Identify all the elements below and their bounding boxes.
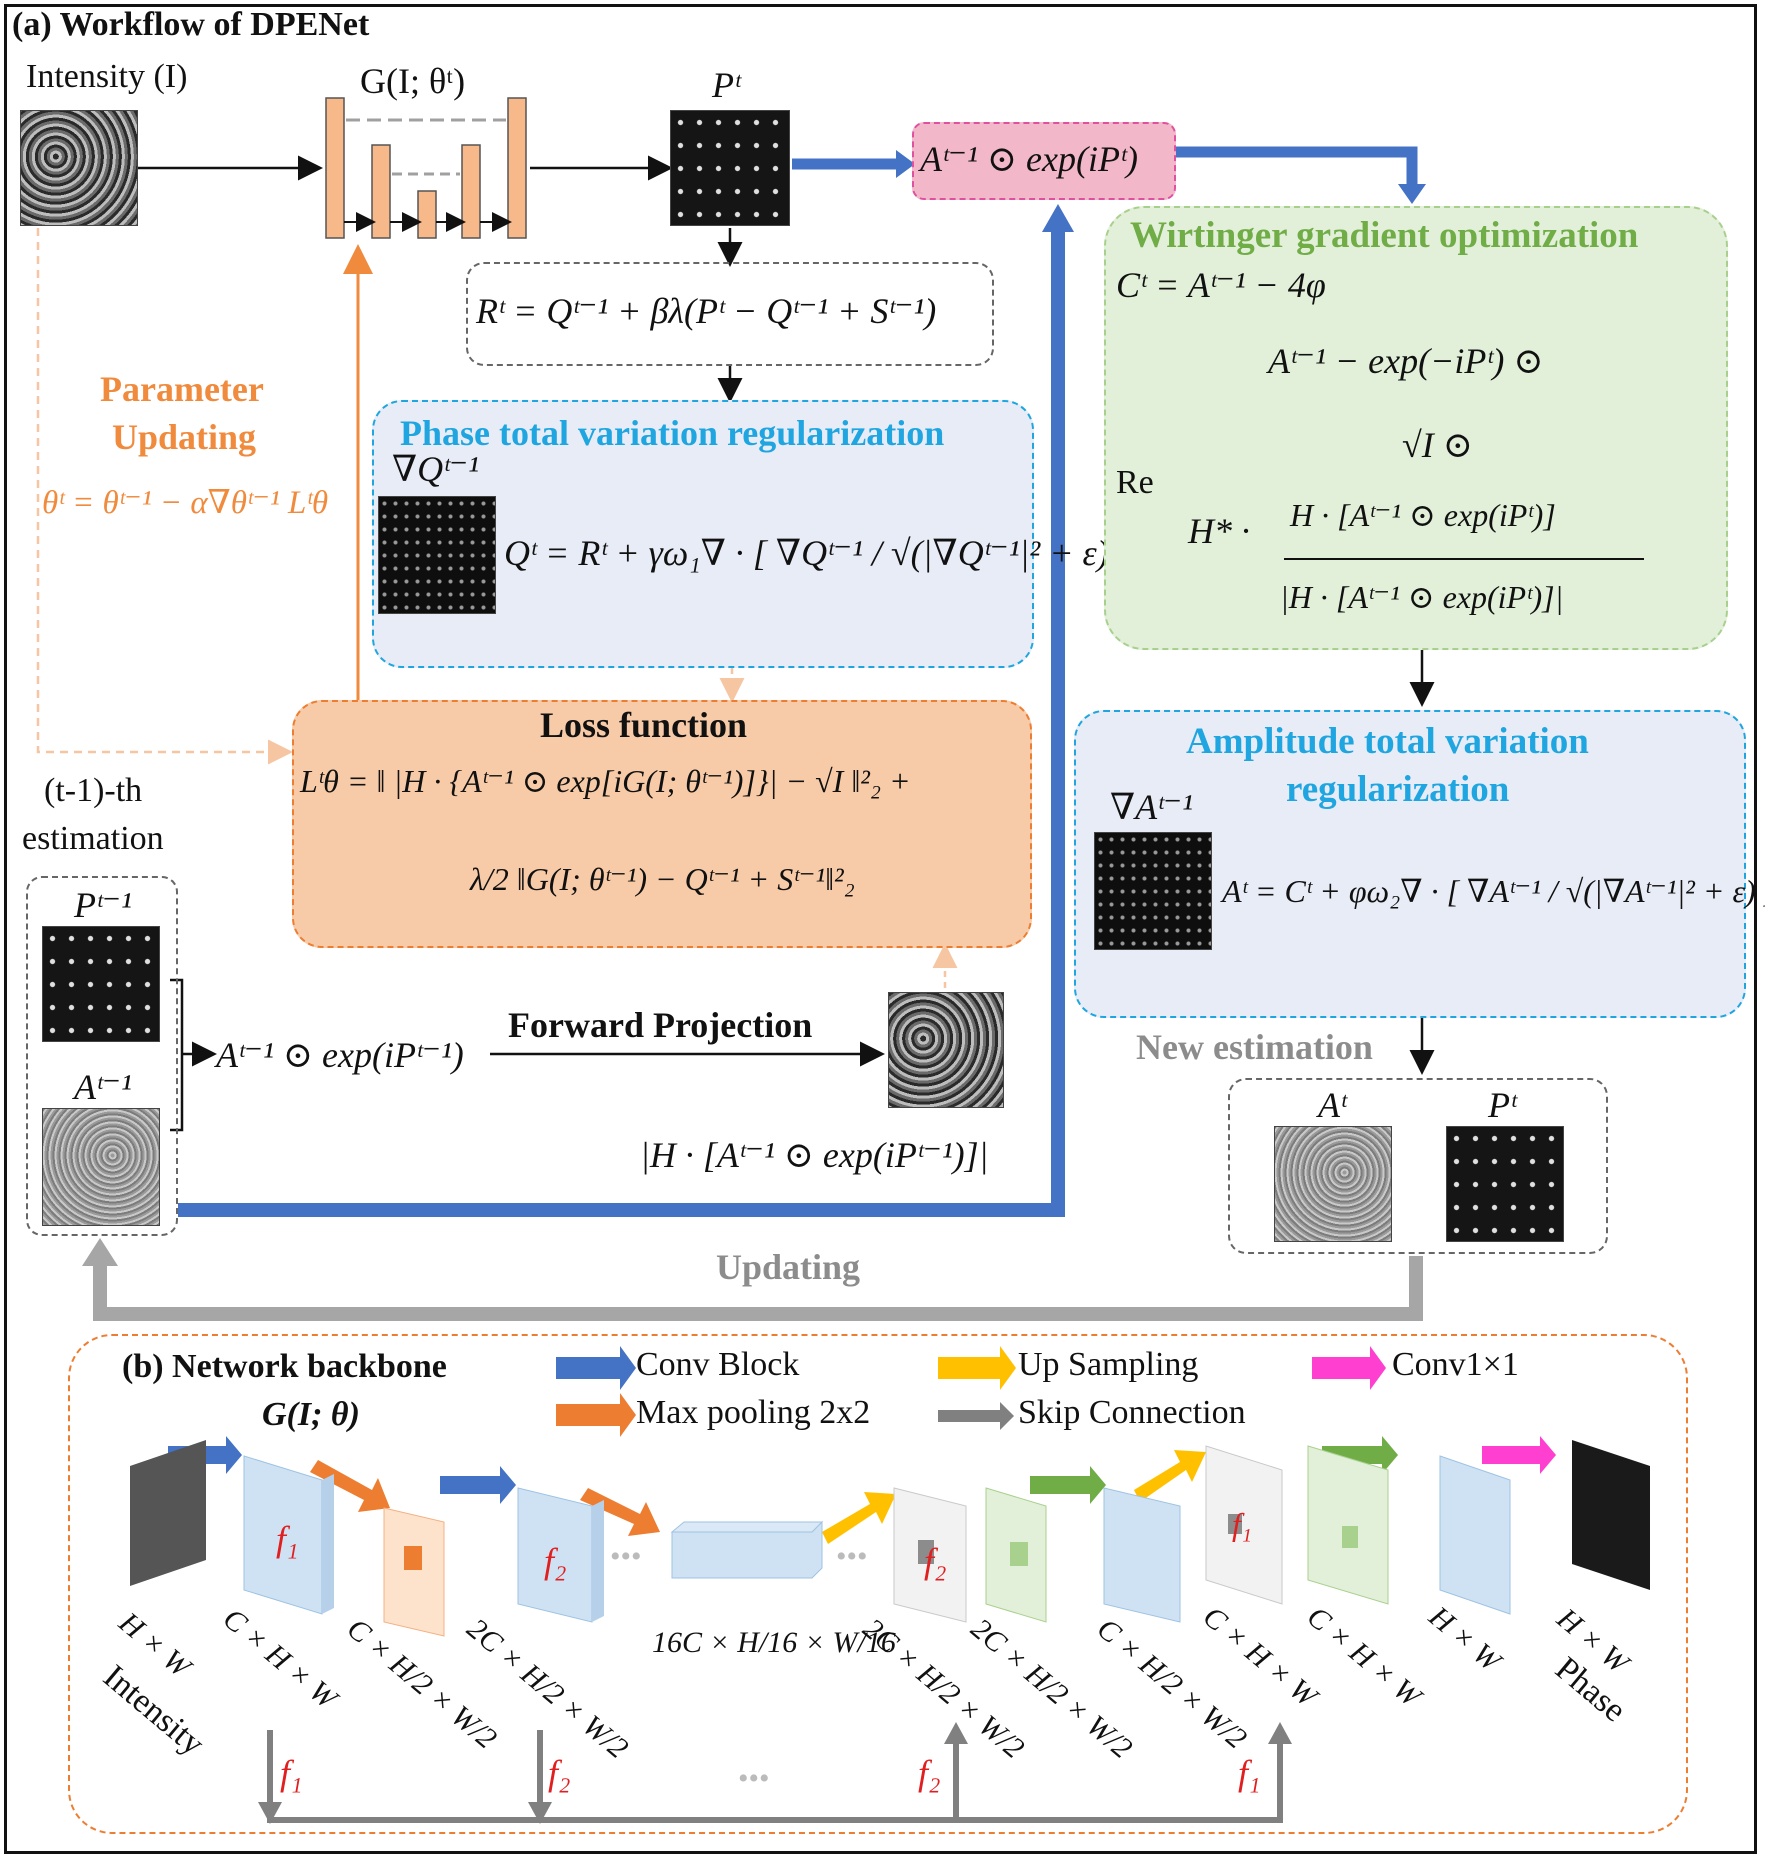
dim-bottleneck: 16C × H/16 × W/16 [652, 1626, 896, 1659]
ellipsis-2: ••• [836, 1540, 868, 1573]
wirtinger-line2: √I ⊙ [1402, 425, 1473, 465]
intensity-label: Intensity (I) [26, 58, 188, 95]
loss-function-box [292, 700, 1032, 948]
pt-label: Pᵗ [712, 65, 741, 105]
new-estimation-title: New estimation [1136, 1027, 1373, 1067]
wirtinger-line1: Aᵗ⁻¹ − exp(−iPᵗ) ⊙ [1268, 341, 1544, 381]
forward-projection-equation: |H · [Aᵗ⁻¹ ⊙ exp(iPᵗ⁻¹)]| [640, 1135, 989, 1175]
new-p-label: Pᵗ [1488, 1085, 1517, 1125]
param-updating-title-1: Parameter [100, 369, 264, 409]
phase-tv-equation: Qᵗ = Rᵗ + γω₁∇ · [ ∇Qᵗ⁻¹ / √(|∇Qᵗ⁻¹|² + … [504, 533, 1132, 573]
param-updating-title-2: Updating [112, 417, 257, 457]
r-update-box [466, 262, 994, 366]
feature-f2-up-label: f₂ [924, 1541, 947, 1581]
prev-estimation-box [26, 876, 178, 1236]
new-amplitude-image [1274, 1126, 1392, 1242]
loss-function-title: Loss function [540, 705, 748, 745]
prev-estimation-label-1: (t-1)-th [44, 772, 143, 809]
new-a-label: Aᵗ [1318, 1085, 1347, 1125]
prev-a-label: Aᵗ⁻¹ [74, 1067, 132, 1107]
prev-phase-image [42, 926, 160, 1042]
legend-skip-connection: Skip Connection [1018, 1394, 1246, 1431]
loss-equation-line1: Lᵗθ = ‖ |H · {Aᵗ⁻¹ ⊙ exp[iG(I; θᵗ⁻¹)]}| … [300, 763, 911, 799]
legend-conv-block: Conv Block [636, 1346, 800, 1383]
wirtinger-hstar: H* · [1188, 511, 1250, 551]
forward-projection-image [888, 992, 1004, 1108]
prev-combine-expression: Aᵗ⁻¹ ⊙ exp(iPᵗ⁻¹) [216, 1035, 464, 1075]
wirtinger-c-equation: Cᵗ = Aᵗ⁻¹ − 4φ [1116, 265, 1326, 305]
wirtinger-denominator: |H · [Aᵗ⁻¹ ⊙ exp(iPᵗ)]| [1280, 579, 1564, 615]
skip-ellipsis: ••• [738, 1762, 770, 1795]
prev-amplitude-image [42, 1108, 160, 1226]
panel-b-title: (b) Network backbone [122, 1348, 447, 1385]
wirtinger-box [1104, 206, 1728, 650]
panel-b-box [68, 1334, 1688, 1834]
legend-up-sampling: Up Sampling [1018, 1346, 1199, 1383]
skip-f1-left: f₁ [280, 1753, 303, 1793]
ellipsis-1: ••• [610, 1540, 642, 1573]
legend-max-pooling: Max pooling 2x2 [636, 1394, 871, 1431]
amplitude-tv-grad-label: ∇Aᵗ⁻¹ [1110, 787, 1193, 827]
amplitude-tv-title-1: Amplitude total variation [1186, 721, 1589, 762]
phase-estimate-image [670, 110, 790, 226]
loss-equation-line2: λ/2 ‖G(I; θᵗ⁻¹) − Qᵗ⁻¹ + Sᵗ⁻¹‖²₂ [470, 861, 855, 897]
network-label: G(I; θᵗ) [360, 61, 466, 101]
skip-f2-right: f₂ [918, 1753, 941, 1793]
r-update-equation: Rᵗ = Qᵗ⁻¹ + βλ(Pᵗ − Qᵗ⁻¹ + Sᵗ⁻¹) [476, 291, 937, 331]
phase-tv-title: Phase total variation regularization [400, 413, 945, 453]
intensity-image [20, 110, 138, 226]
phase-gradient-image [378, 496, 496, 614]
prev-estimation-label-2: estimation [22, 820, 164, 857]
new-estimation-box [1228, 1078, 1608, 1254]
wirtinger-fraction-bar [1284, 558, 1644, 560]
new-phase-image [1446, 1126, 1564, 1242]
wirtinger-title: Wirtinger gradient optimization [1130, 215, 1639, 256]
panel-a-title: (a) Workflow of DPENet [12, 6, 370, 43]
wirtinger-numerator: H · [Aᵗ⁻¹ ⊙ exp(iPᵗ)] [1290, 497, 1556, 533]
feature-f1-label: f₁ [276, 1519, 299, 1559]
panel-b-subtitle: G(I; θ) [262, 1396, 360, 1433]
phase-tv-grad-label: ∇Qᵗ⁻¹ [392, 449, 479, 489]
feature-f1-up-label: f₁ [1232, 1506, 1253, 1542]
amplitude-gradient-image [1094, 832, 1212, 950]
forward-projection-title: Forward Projection [508, 1005, 813, 1045]
amplitude-tv-title-2: regularization [1286, 769, 1510, 810]
amplitude-tv-equation: Aᵗ = Cᵗ + φω₂∇ · [ ∇Aᵗ⁻¹ / √(|∇Aᵗ⁻¹|² + … [1222, 873, 1765, 909]
wirtinger-re: Re [1116, 464, 1154, 501]
feature-f2-label: f₂ [544, 1541, 567, 1581]
legend-conv1x1: Conv1×1 [1392, 1346, 1519, 1383]
updating-label: Updating [716, 1247, 861, 1287]
combine-box [912, 122, 1176, 200]
combine-expression: Aᵗ⁻¹ ⊙ exp(iPᵗ) [920, 139, 1138, 179]
skip-f2-left: f₂ [548, 1753, 571, 1793]
prev-p-label: Pᵗ⁻¹ [74, 885, 132, 925]
param-updating-equation: θᵗ = θᵗ⁻¹ − α∇θᵗ⁻¹ Lᵗθ [42, 485, 329, 521]
skip-f1-right: f₁ [1238, 1753, 1261, 1793]
figure-frame [4, 4, 1757, 1854]
